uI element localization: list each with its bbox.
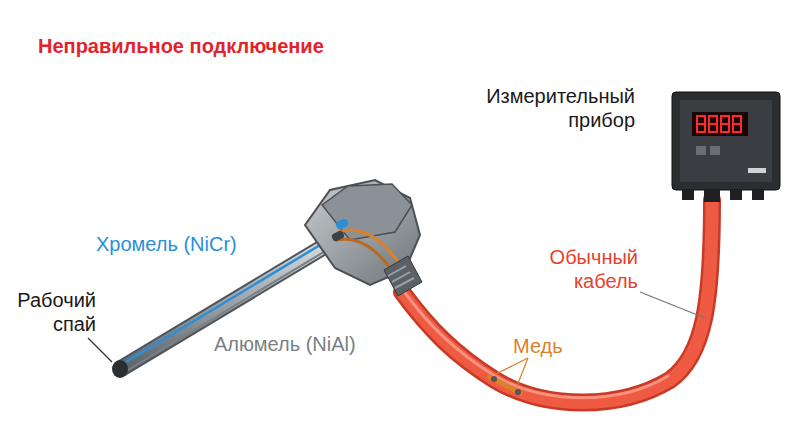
chromel-terminal <box>335 218 349 230</box>
leader-line <box>88 338 112 362</box>
device-label: Измерительный прибор <box>440 84 635 132</box>
device-button <box>710 146 720 155</box>
alumel-label: Алюмель (NiAl) <box>214 332 414 356</box>
display-segment <box>733 123 741 125</box>
display-segment <box>733 116 741 132</box>
chromel-label: Хромель (NiCr) <box>96 232 296 256</box>
device-display <box>692 112 748 136</box>
leader-line <box>517 358 528 386</box>
device-front <box>680 100 772 182</box>
device-logo <box>748 168 766 173</box>
display-segment <box>721 116 729 132</box>
display-segment <box>697 123 705 125</box>
leader-line <box>640 292 705 318</box>
junction-label: Рабочий спай <box>6 288 96 336</box>
display-segment <box>721 123 729 125</box>
copper-wire <box>336 239 390 268</box>
display-segment <box>709 123 717 125</box>
head-cover <box>322 184 412 240</box>
device-gland <box>682 190 694 200</box>
display-digits <box>697 116 741 132</box>
device-button <box>696 146 706 155</box>
alumel-terminal <box>331 230 345 242</box>
ordinary-cable <box>402 200 712 403</box>
gland-thread <box>388 266 414 288</box>
device-gland <box>704 190 720 202</box>
splice-dot <box>515 389 521 395</box>
cable-label: Обычный кабель <box>520 245 638 293</box>
working-junction <box>112 360 128 378</box>
diagram-title: Неправильное подключение <box>38 34 324 58</box>
device-gland <box>730 190 742 200</box>
display-segment <box>709 116 717 132</box>
copper-label: Медь <box>513 334 593 358</box>
device-gland <box>752 190 764 200</box>
cable-gland <box>384 256 422 296</box>
display-segment <box>697 116 705 132</box>
cable-highlight <box>402 289 668 398</box>
splice-dot <box>491 376 497 382</box>
cable-shadow <box>402 200 712 403</box>
measuring-device <box>672 92 780 190</box>
